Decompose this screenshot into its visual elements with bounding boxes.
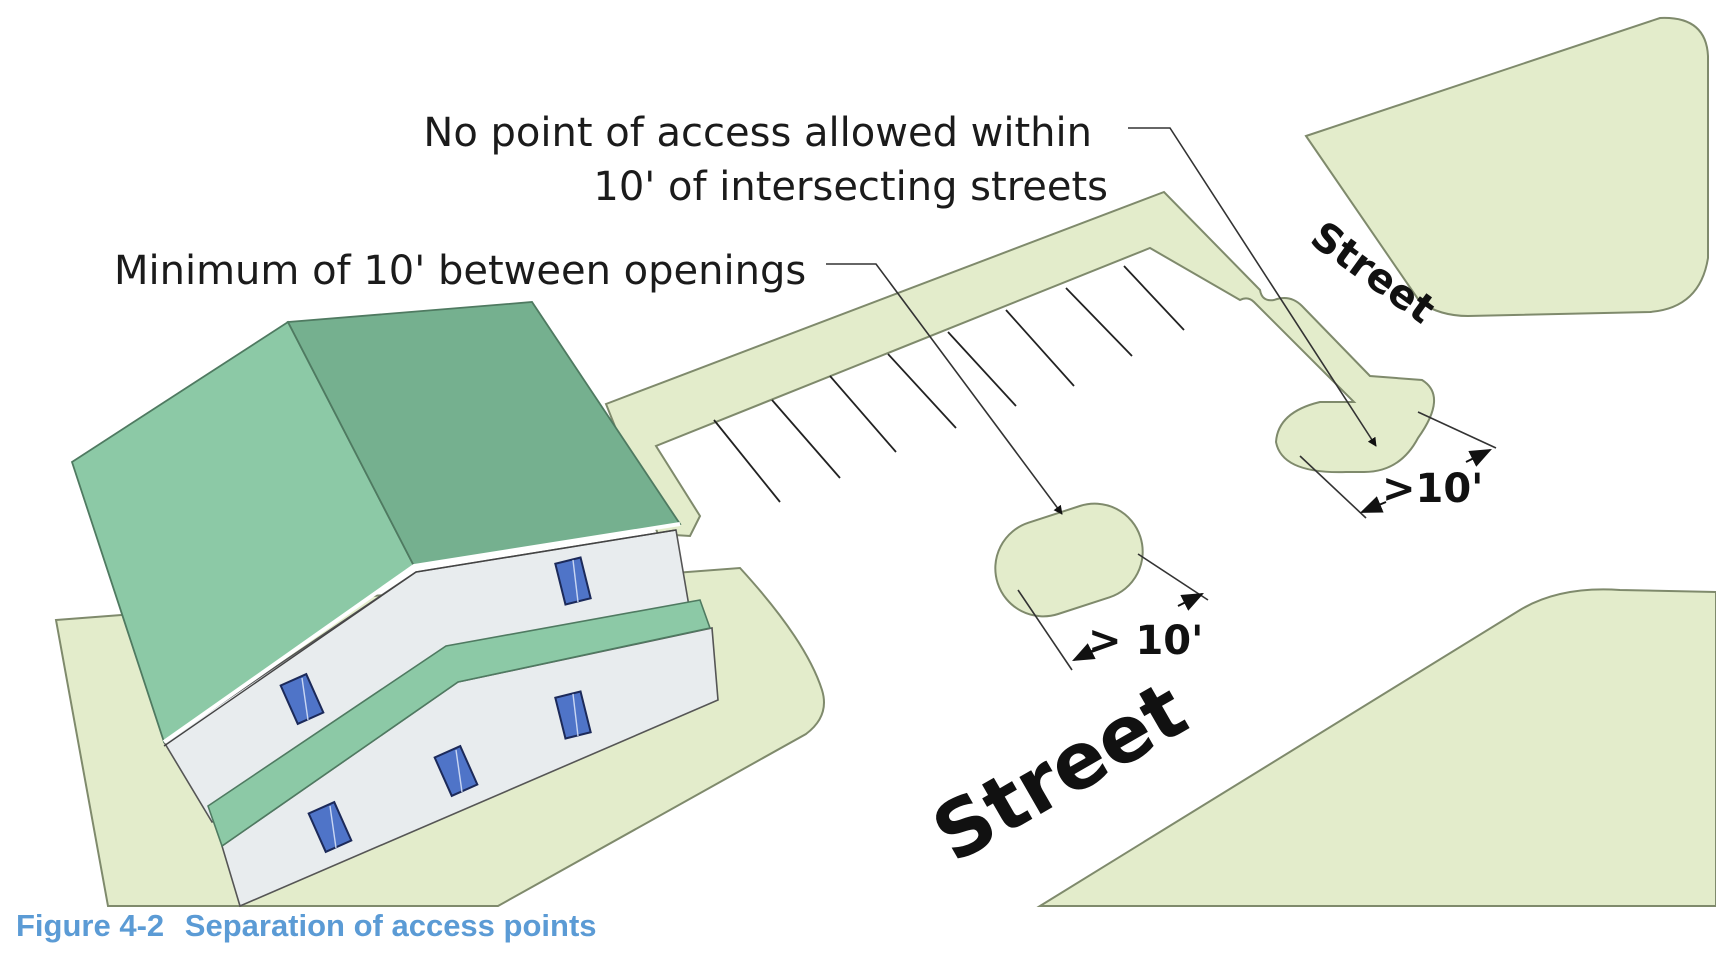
median-island bbox=[994, 502, 1144, 618]
figure-caption: Figure 4-2 Separation of access points bbox=[16, 908, 597, 944]
access-callout-line2: 10' of intersecting streets bbox=[593, 164, 1108, 210]
building bbox=[70, 301, 719, 908]
openings-callout: Minimum of 10' between openings bbox=[114, 248, 806, 294]
bottom-right-lawn bbox=[1036, 588, 1716, 907]
dimension-extension-lines bbox=[1017, 411, 1497, 671]
figure-title: Separation of access points bbox=[184, 908, 597, 943]
figure-number: Figure 4-2 bbox=[16, 908, 165, 943]
dimension-arrows bbox=[1072, 449, 1492, 661]
callout-leaders bbox=[826, 127, 1377, 515]
parking-stall-lines bbox=[713, 265, 1185, 503]
top-right-lawn bbox=[1304, 16, 1709, 318]
building-windows bbox=[279, 556, 592, 854]
lower-roof bbox=[207, 599, 712, 848]
corner-dimension-label: >10' bbox=[1382, 466, 1483, 512]
island-dimension-label: > 10' bbox=[1088, 618, 1203, 664]
access-callout-line1: No point of access allowed within bbox=[423, 110, 1092, 156]
